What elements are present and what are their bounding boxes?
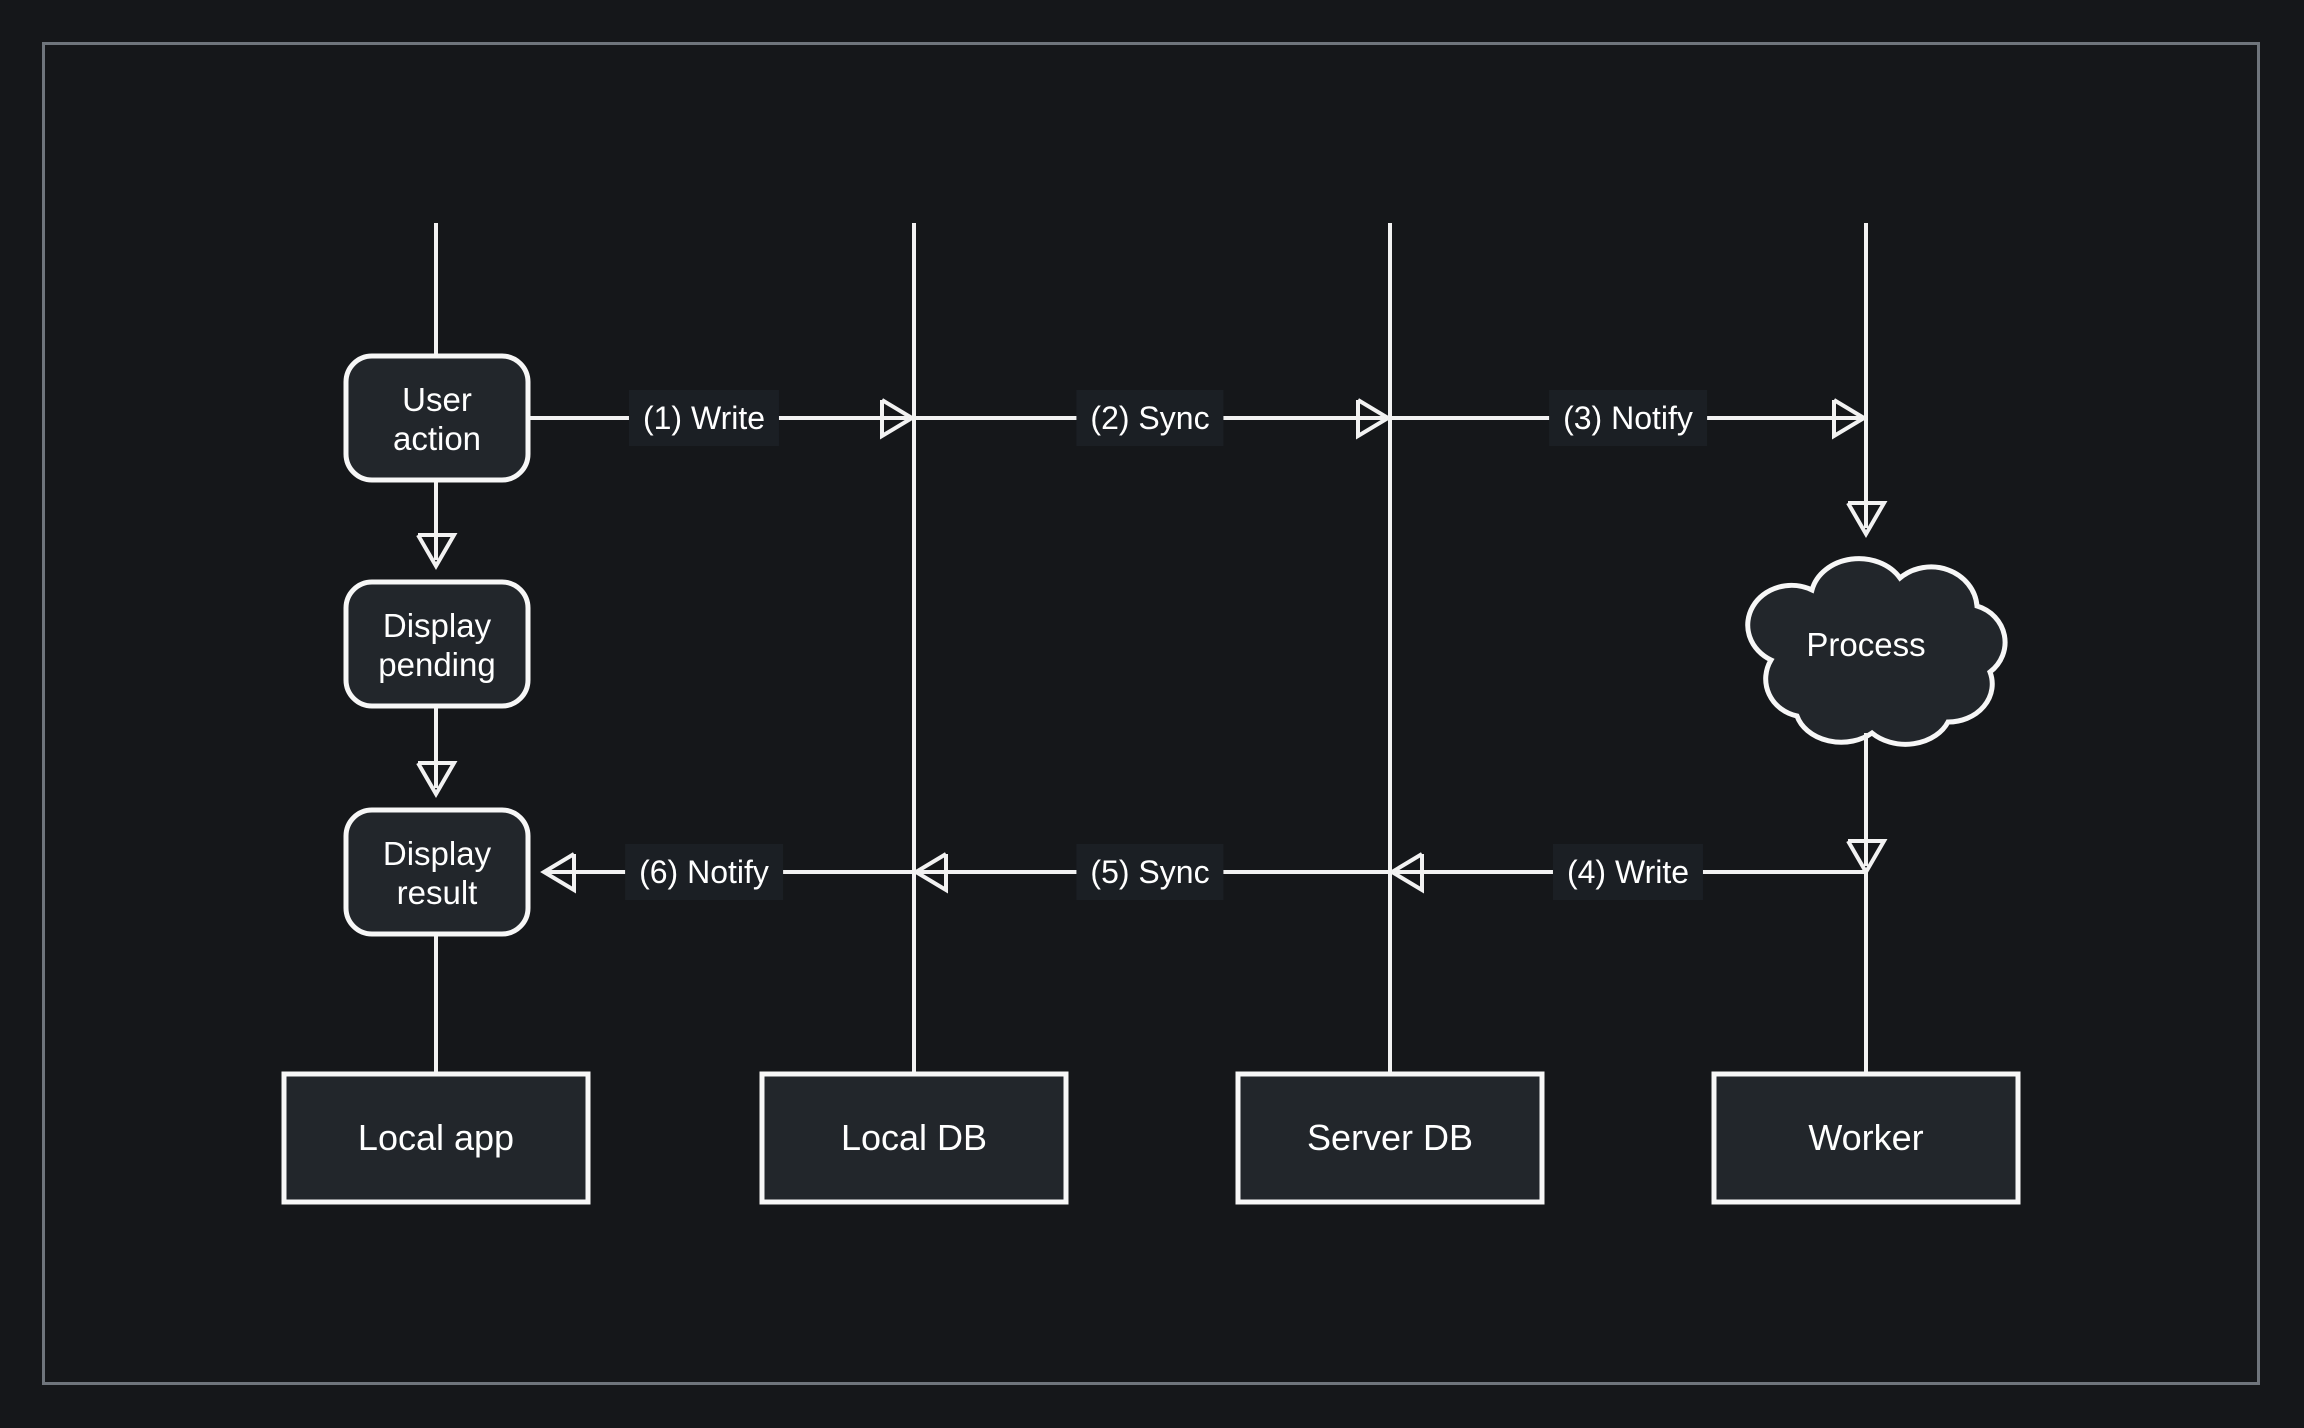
message-label-5: (5) Sync [1076, 844, 1224, 900]
actor-label-local-db: Local DB [840, 1117, 988, 1158]
message-4-arrowhead-icon [1388, 852, 1424, 894]
flow-user-action-to-display-pending [416, 478, 458, 570]
message-3-arrowhead-icon [1832, 398, 1868, 440]
actor-box-local-app[interactable] [281, 1071, 591, 1205]
message-label-4: (4) Write [1552, 844, 1704, 900]
message-5-arrowhead-icon [912, 852, 948, 894]
flow-arrowhead-4-icon [1846, 839, 1888, 876]
flow-arrowhead-1-icon [416, 533, 458, 570]
display-result-shape [343, 807, 531, 937]
message-6-arrowhead-icon [540, 852, 576, 894]
flow-arrowhead-2-icon [416, 761, 458, 798]
message-2-arrowhead-icon [1356, 398, 1392, 440]
flow-arrowhead-3-icon [1846, 501, 1888, 538]
user-action-shape [343, 353, 531, 483]
message-1-arrowhead-icon [880, 398, 916, 440]
actor-box-worker[interactable] [1711, 1071, 2021, 1205]
actor-box-local-db[interactable] [759, 1071, 1069, 1205]
flow-display-pending-to-display-result [416, 708, 458, 798]
message-label-2: (2) Sync [1076, 390, 1224, 446]
message-label-6: (6) Notify [625, 844, 783, 900]
message-label-3: (3) Notify [1549, 390, 1707, 446]
actor-box-server-db[interactable] [1235, 1071, 1545, 1205]
message-label-1: (1) Write [628, 390, 780, 446]
process-cloud-shape [1745, 556, 2008, 747]
display-pending-shape [343, 579, 531, 709]
flow-process-to-write [1846, 733, 1888, 876]
flow-notify-to-process [1846, 418, 1888, 538]
actor-label-server-db: Server DB [1306, 1117, 1474, 1158]
actor-label-local-app: Local app [357, 1117, 515, 1158]
actor-label-worker: Worker [1808, 1117, 1924, 1158]
